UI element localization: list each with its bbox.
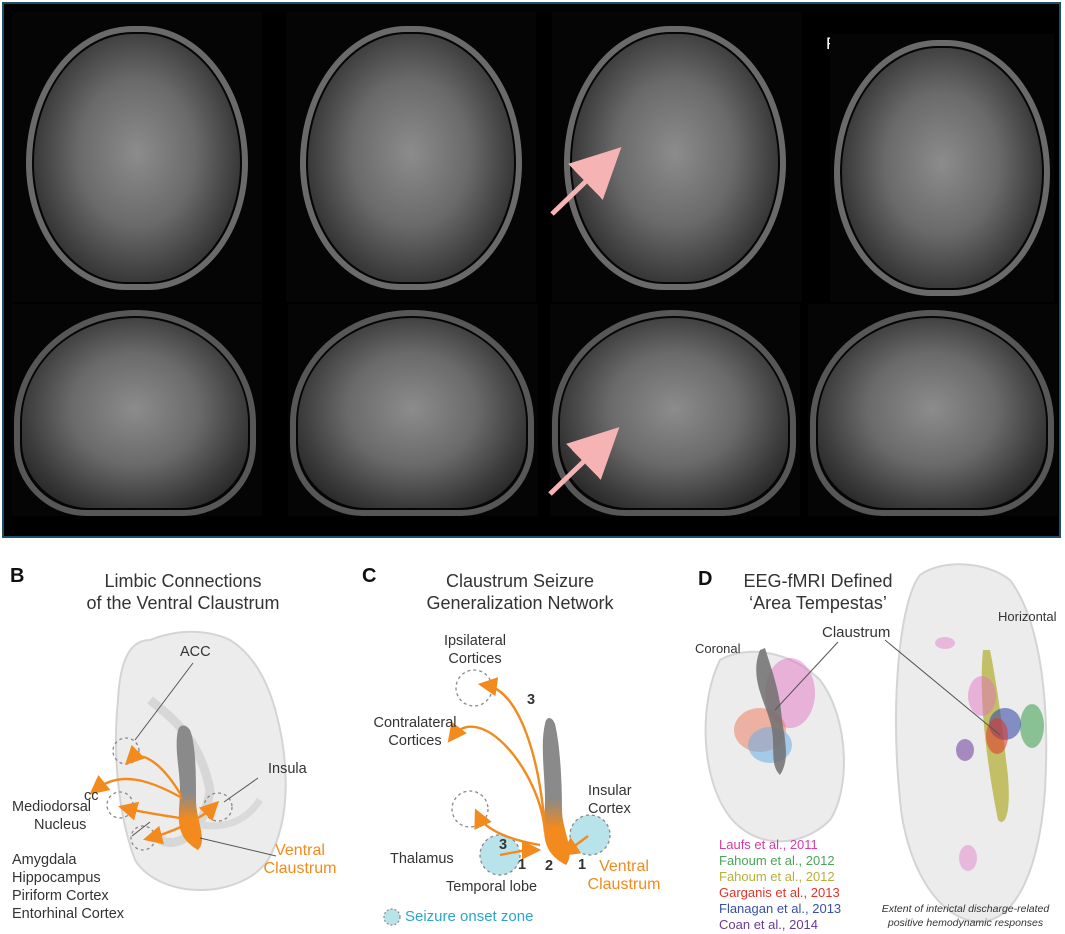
mediodorsal-line2: Nucleus	[34, 817, 87, 833]
panel-c-onset-insular	[569, 814, 611, 856]
panel-c-label: C	[362, 565, 377, 587]
panel-d-coronal-section	[704, 648, 845, 843]
entorhinal-label: Entorhinal Cortex	[12, 906, 125, 922]
panel-c-claustrum	[542, 718, 570, 865]
panel-b-leader-lines	[131, 662, 277, 857]
step-1-right: 1	[578, 857, 587, 873]
step-3-left: 3	[499, 837, 508, 853]
axial-lesion-arrow	[550, 147, 622, 216]
panel-c-title-line1: Claustrum Seizure	[445, 571, 595, 591]
ref-laufs-2011: Laufs et al., 2011	[719, 837, 818, 852]
panel-d-title-line1: EEG-fMRI Defined	[743, 571, 893, 591]
panel-b-ventral-line1: Ventral	[275, 842, 325, 859]
step-1-bottom: 1	[518, 857, 527, 873]
contralateral-label: Contralateral Cortices	[365, 714, 465, 750]
insula-label: Insula	[268, 761, 307, 777]
amygdala-label: Amygdala	[12, 852, 77, 868]
cc-label: cc	[84, 788, 99, 804]
panel-b-title-line1: Limbic Connections	[104, 571, 262, 591]
panel-b-title: Limbic Connections of the Ventral Claust…	[58, 570, 308, 614]
panel-d-label: D	[698, 568, 713, 590]
step-3-top: 3	[527, 692, 536, 708]
panel-c-title-line2: Generalization Network	[426, 593, 614, 613]
hippocampus-label: Hippocampus	[12, 870, 101, 886]
panel-c-ventral-line2: Claustrum	[587, 876, 661, 893]
insular-line2: Cortex	[588, 801, 631, 817]
ref-coan-2014: Coan et al., 2014	[719, 917, 819, 932]
panel-b-ventral-line2: Claustrum	[263, 860, 337, 877]
panel-c-title: Claustrum Seizure Generalization Network	[405, 570, 635, 614]
insular-cortex-label: Insular Cortex	[588, 782, 632, 818]
ipsilateral-line1: Ipsilateral	[443, 633, 507, 649]
thalamus-label: Thalamus	[390, 851, 454, 867]
hemodynamic-caption: Extent of interictal discharge-related p…	[868, 902, 1063, 930]
panel-c-ventral-line1: Ventral	[599, 858, 649, 875]
panel-b-claustrum	[176, 725, 202, 850]
panel-d-title: EEG-fMRI Defined ‘Area Tempestas’	[718, 570, 918, 614]
horizontal-label: Horizontal	[998, 609, 1057, 624]
caption-line1: Extent of interictal discharge-related	[881, 903, 1050, 915]
piriform-label: Piriform Cortex	[12, 888, 109, 904]
ref-flanagan-2013: Flanagan et al., 2013	[719, 901, 842, 916]
panel-b-ventral-claustrum-label: Ventral Claustrum	[260, 842, 340, 878]
axial-scan-2	[286, 12, 536, 302]
ref-fahoum-2012-b: Fahoum et al., 2012	[719, 869, 835, 884]
panel-c-ventral-claustrum-label: Ventral Claustrum	[584, 858, 664, 894]
coronal-scan-1	[12, 304, 262, 516]
mediodorsal-label: Mediodorsal Nucleus	[12, 798, 91, 834]
caption-line2: positive hemodynamic responses	[887, 917, 1044, 929]
acc-label: ACC	[180, 644, 211, 660]
mri-panel: A R L	[2, 2, 1061, 538]
mediodorsal-line1: Mediodorsal	[12, 799, 91, 815]
ref-garganis-2013: Garganis et al., 2013	[719, 885, 840, 900]
temporal-lobe-label: Temporal lobe	[446, 879, 538, 895]
panel-d-claustrum-leaders	[774, 639, 1001, 736]
contralateral-line1: Contralateral	[373, 715, 457, 731]
panel-b-title-line2: of the Ventral Claustrum	[86, 593, 280, 613]
panel-c-legend-swatch	[383, 908, 401, 926]
coronal-scan-3	[550, 304, 800, 516]
ipsilateral-line2: Cortices	[448, 651, 502, 667]
panel-b-connections	[89, 744, 220, 845]
coronal-lesion-arrow	[548, 427, 620, 496]
lesion-arrows	[548, 147, 622, 496]
contralateral-line2: Cortices	[388, 733, 442, 749]
step-2: 2	[545, 858, 554, 874]
coronal-label: Coronal	[695, 641, 741, 656]
panel-c-ipsilateral-circle	[455, 669, 493, 707]
axial-scan-1	[12, 12, 262, 302]
panel-c-connections	[447, 677, 589, 860]
ref-fahoum-2012-a: Fahoum et al., 2012	[719, 853, 835, 868]
coronal-scan-4	[808, 304, 1058, 516]
axial-scan-4	[830, 34, 1054, 302]
insular-line1: Insular	[588, 783, 632, 799]
panel-d-title-line2: ‘Area Tempestas’	[749, 593, 887, 613]
seizure-onset-legend: Seizure onset zone	[405, 908, 534, 925]
coronal-scan-2	[288, 304, 538, 516]
limbic-structures-list: Amygdala Hippocampus Piriform Cortex Ent…	[12, 851, 124, 923]
claustrum-label: Claustrum	[822, 624, 891, 641]
ipsilateral-label: Ipsilateral Cortices	[430, 632, 520, 668]
panel-b-label: B	[10, 565, 25, 587]
